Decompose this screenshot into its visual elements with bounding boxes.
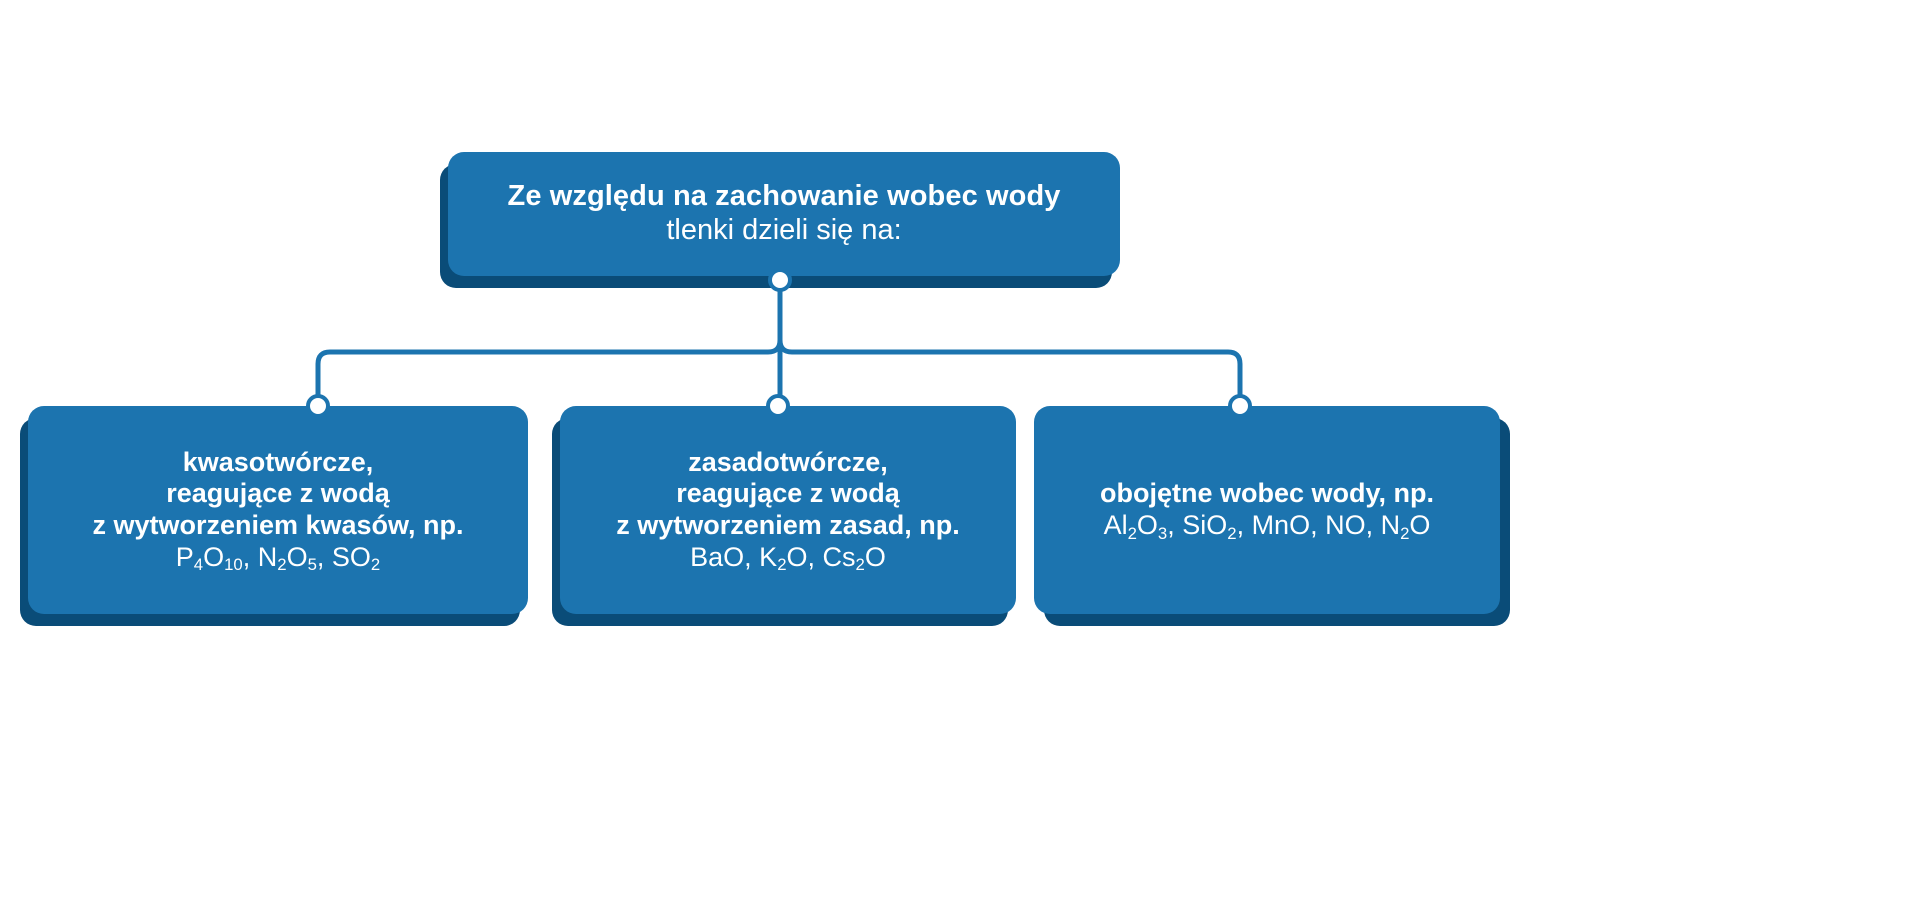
root-node-line1: Ze względu na zachowanie wobec wody	[507, 180, 1061, 213]
neutral-formulas: Al2O3, SiO2, MnO, NO, N2O	[1103, 510, 1431, 543]
root-connector-knob[interactable]	[768, 268, 792, 292]
connector-branch-neutral	[777, 339, 1243, 409]
acidic-line1: kwasotwórcze,	[182, 446, 374, 477]
acidic-line3: z wytworzeniem kwasów, np.	[92, 510, 464, 540]
neutral-line1: obojętne wobec wody, np.	[1099, 478, 1434, 509]
acidic-line2: reagujące z wodą	[166, 478, 390, 509]
root-node[interactable]: Ze względu na zachowanie wobec wody tlen…	[448, 152, 1120, 276]
basic-formulas: BaO, K2O, Cs2O	[690, 541, 886, 575]
basic-connector-knob[interactable]	[766, 394, 790, 418]
root-node-line2: tlenki dzieli się na:	[666, 214, 902, 246]
connector-branch-acidic	[315, 339, 783, 409]
acidic-connector-knob[interactable]	[306, 394, 330, 418]
neutral-connector-knob[interactable]	[1228, 394, 1252, 418]
node-basic-oxides[interactable]: zasadotwórcze, reagujące z wodą z wytwor…	[560, 406, 1016, 614]
basic-line2: reagujące z wodą	[676, 478, 900, 509]
basic-line1: zasadotwórcze,	[688, 446, 888, 477]
node-neutral-oxides[interactable]: obojętne wobec wody, np. Al2O3, SiO2, Mn…	[1034, 406, 1500, 614]
basic-line3: z wytworzeniem zasad, np.	[616, 510, 960, 540]
acidic-formulas: P4O10, N2O5, SO2	[175, 541, 381, 575]
node-acidic-oxides[interactable]: kwasotwórcze, reagujące z wodą z wytworz…	[28, 406, 528, 614]
